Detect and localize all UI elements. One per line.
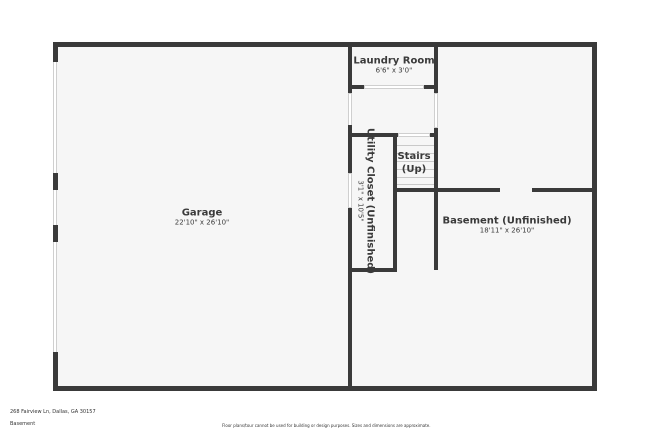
- outer-wall-left: [53, 173, 58, 190]
- room-dims: 3'1" x 10'5": [356, 180, 365, 222]
- stairs-top: [398, 133, 430, 137]
- room-name: Utility Closet (Unfinished): [364, 128, 376, 274]
- garage-window-wall: [53, 42, 57, 391]
- outer-wall-bottom: [53, 386, 597, 391]
- stair-tread: [397, 145, 434, 146]
- interior-wall: [424, 85, 438, 89]
- utility-label: Utility Closet (Unfinished) 3'1" x 10'5": [357, 128, 376, 274]
- stairs-direction: (Up): [401, 164, 427, 175]
- interior-wall: [348, 85, 364, 89]
- stair-tread: [397, 177, 434, 178]
- interior-wall: [434, 42, 438, 93]
- opening: [348, 173, 352, 208]
- stair-tread: [397, 161, 434, 162]
- room-name: Garage: [181, 207, 223, 219]
- stair-tread: [397, 153, 434, 154]
- outer-wall-left: [53, 225, 58, 242]
- stair-tread: [397, 184, 434, 185]
- interior-wall: [348, 268, 397, 272]
- interior-wall: [348, 42, 352, 93]
- interior-wall: [532, 188, 596, 192]
- opening: [434, 93, 438, 128]
- room-name: Basement (Unfinished): [442, 215, 572, 227]
- garage-label: Garage 22'10" x 26'10": [175, 208, 230, 227]
- disclaimer: Floor plans/tour cannot be used for buil…: [222, 423, 431, 428]
- room-name: Laundry Room: [353, 55, 435, 67]
- room-dims: 18'11" x 26'10": [479, 226, 535, 235]
- outer-wall-left: [53, 42, 58, 62]
- interior-wall: [348, 208, 352, 390]
- stairs-label: Stairs (Up): [397, 150, 430, 176]
- floor-plan: [54, 43, 596, 390]
- basement-label: Basement (Unfinished) 18'11" x 26'10": [442, 216, 571, 235]
- interior-wall: [430, 133, 438, 137]
- interior-wall: [395, 188, 500, 192]
- outer-wall-right: [592, 42, 597, 391]
- room-dims: 6'6" x 3'0": [375, 66, 413, 75]
- outer-wall-top: [53, 42, 597, 47]
- address: 268 Fairview Ln, Dallas, GA 30157: [10, 409, 96, 415]
- stairs-name: Stairs: [397, 151, 431, 162]
- room-dims: 22'10" x 26'10": [174, 218, 230, 227]
- outer-wall-left: [53, 352, 58, 391]
- laundry-door: [364, 85, 424, 89]
- opening: [348, 93, 352, 126]
- laundry-label: Laundry Room 6'6" x 3'0": [353, 56, 434, 75]
- stair-tread: [397, 169, 434, 170]
- interior-wall: [434, 128, 438, 270]
- level-name: Basement: [10, 421, 36, 427]
- interior-wall: [348, 133, 398, 137]
- interior-wall: [393, 133, 397, 272]
- interior-wall: [348, 125, 352, 173]
